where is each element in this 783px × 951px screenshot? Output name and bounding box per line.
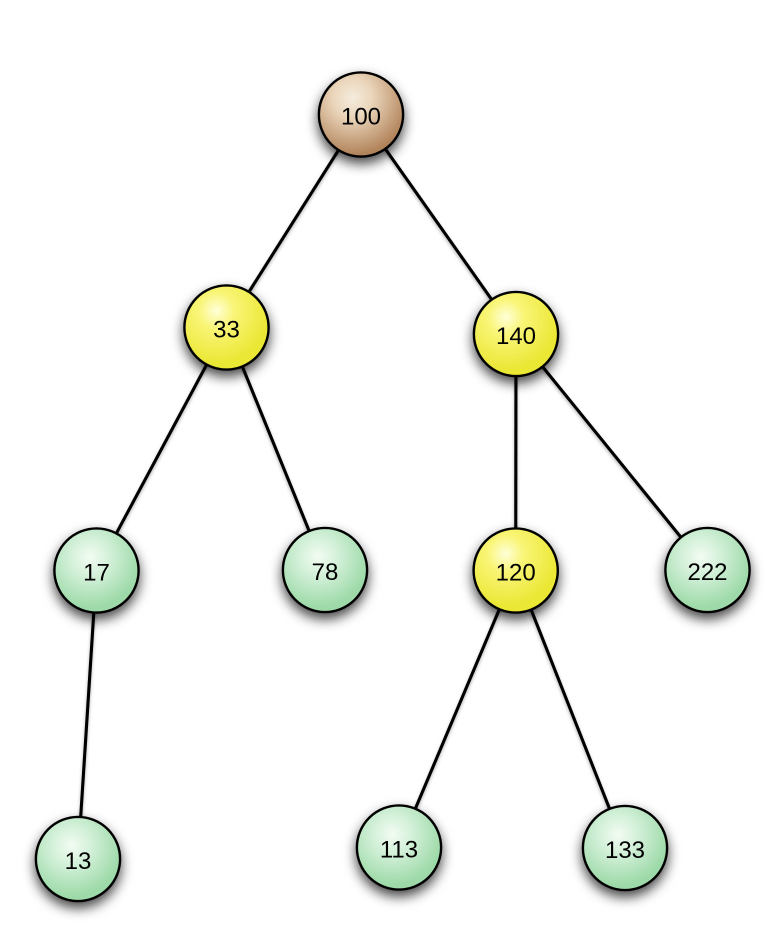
svg-text:113: 113 [380, 837, 418, 864]
svg-text:33: 33 [213, 317, 240, 344]
svg-text:78: 78 [312, 559, 339, 586]
svg-text:100: 100 [341, 104, 381, 131]
svg-text:17: 17 [83, 560, 110, 587]
svg-text:140: 140 [496, 323, 536, 350]
svg-text:133: 133 [605, 837, 645, 864]
svg-text:13: 13 [65, 848, 92, 875]
svg-text:120: 120 [496, 560, 536, 587]
svg-text:222: 222 [687, 559, 727, 586]
